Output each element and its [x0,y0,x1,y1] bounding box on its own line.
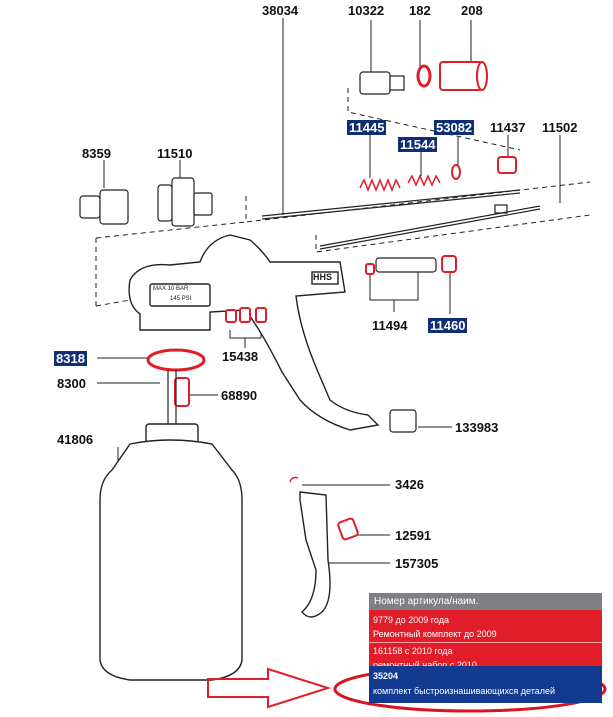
part-label-38034: 38034 [262,3,299,18]
info-box-header: Номер артикула/наим. [369,593,602,610]
part-label-8318: 8318 [54,351,87,366]
kit-row-1-number: 9779 до 2009 года [373,615,449,625]
part-label-68890: 68890 [221,388,258,403]
part-label-12591: 12591 [395,528,432,543]
part-label-208: 208 [461,3,483,18]
gun-brand-text: HHS [313,272,333,282]
part-label-11510: 11510 [157,146,193,161]
kit-row-1-name: Ремонтный комплект до 2009 [373,629,497,639]
part-label-8359: 8359 [82,146,111,161]
part-label-8300: 8300 [57,376,86,391]
part-label-11437: 11437 [490,120,526,135]
part-label-53082: 53082 [434,120,475,135]
part-label-10322: 10322 [348,3,385,18]
part-label-133983: 133983 [455,420,499,435]
kit-row-3-name: комплект быстроизнашивающихся деталей [373,686,556,696]
part-label-11494: 11494 [372,318,408,333]
part-label-182: 182 [409,3,431,18]
gun-plate-line1: MAX 10 BAR [153,286,189,292]
kit-row-2-number: 161158 с 2010 года [373,646,453,656]
part-label-11502: 11502 [542,120,578,135]
kit-row-3-highlighted: 35204 комплект быстроизнашивающихся дета… [369,666,602,703]
part-label-41806: 41806 [57,432,94,447]
info-divider [369,642,602,643]
part-label-11445: 11445 [347,120,387,135]
part-label-11460: 11460 [428,318,468,333]
kit-row-3-number: 35204 [373,671,399,681]
kit-row-2-name: ремонтный набор с 2010 [373,660,477,670]
repair-kit-info-box: Номер артикула/наим. 9779 до 2009 года Р… [369,593,602,703]
part-label-11544: 11544 [398,137,438,152]
part-label-3426: 3426 [395,477,424,492]
part-label-15438: 15438 [222,349,259,364]
part-label-157305: 157305 [395,556,439,571]
gun-plate-line2: 145 PSI [170,296,192,302]
